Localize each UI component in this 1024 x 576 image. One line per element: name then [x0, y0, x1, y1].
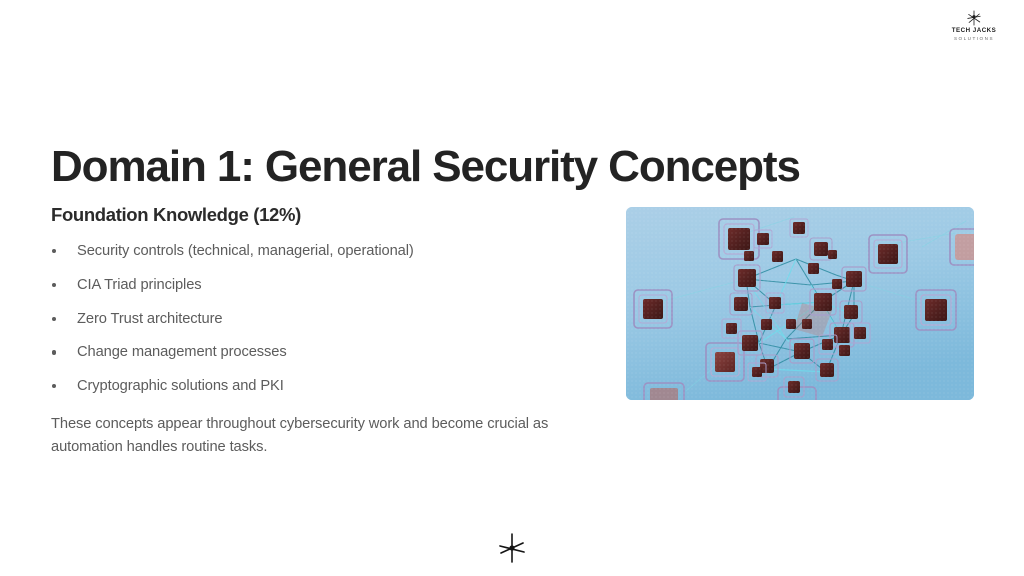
list-item-label: Cryptographic solutions and PKI [77, 378, 284, 395]
list-item-label: Change management processes [77, 344, 287, 361]
bullet-dot-icon [52, 249, 57, 254]
list-item: Change management processes [51, 342, 581, 363]
network-mesh-illustration [626, 207, 974, 400]
closing-paragraph: These concepts appear throughout cyberse… [51, 415, 549, 455]
list-item: CIA Triad principles [51, 275, 581, 296]
section-heading: Foundation Knowledge (12%) [51, 204, 301, 225]
content-column: Foundation Knowledge (12%) Security cont… [51, 203, 581, 458]
bullet-dot-icon [52, 384, 57, 389]
brand-name: TECH JACKS [951, 27, 997, 34]
list-item: Cryptographic solutions and PKI [51, 376, 581, 397]
list-item-label: Zero Trust architecture [77, 310, 223, 327]
list-item: Zero Trust architecture [51, 309, 581, 330]
list-item: Security controls (technical, managerial… [51, 241, 581, 262]
star-sparkle-icon [967, 10, 981, 26]
page-title: Domain 1: General Security Concepts [51, 142, 801, 192]
brand-subtitle: SOLUTIONS [953, 35, 995, 41]
list-item-label: CIA Triad principles [77, 276, 202, 293]
bullet-list: Security controls (technical, managerial… [51, 241, 581, 397]
bullet-dot-icon [52, 316, 57, 321]
network-mesh-graphic [626, 207, 974, 400]
bullet-dot-icon [52, 350, 57, 355]
brand-logo: TECH JACKS SOLUTIONS [938, 10, 1010, 41]
star-asterisk-icon [499, 533, 525, 563]
bullet-dot-icon [52, 282, 57, 288]
list-item-label: Security controls (technical, managerial… [77, 243, 414, 260]
